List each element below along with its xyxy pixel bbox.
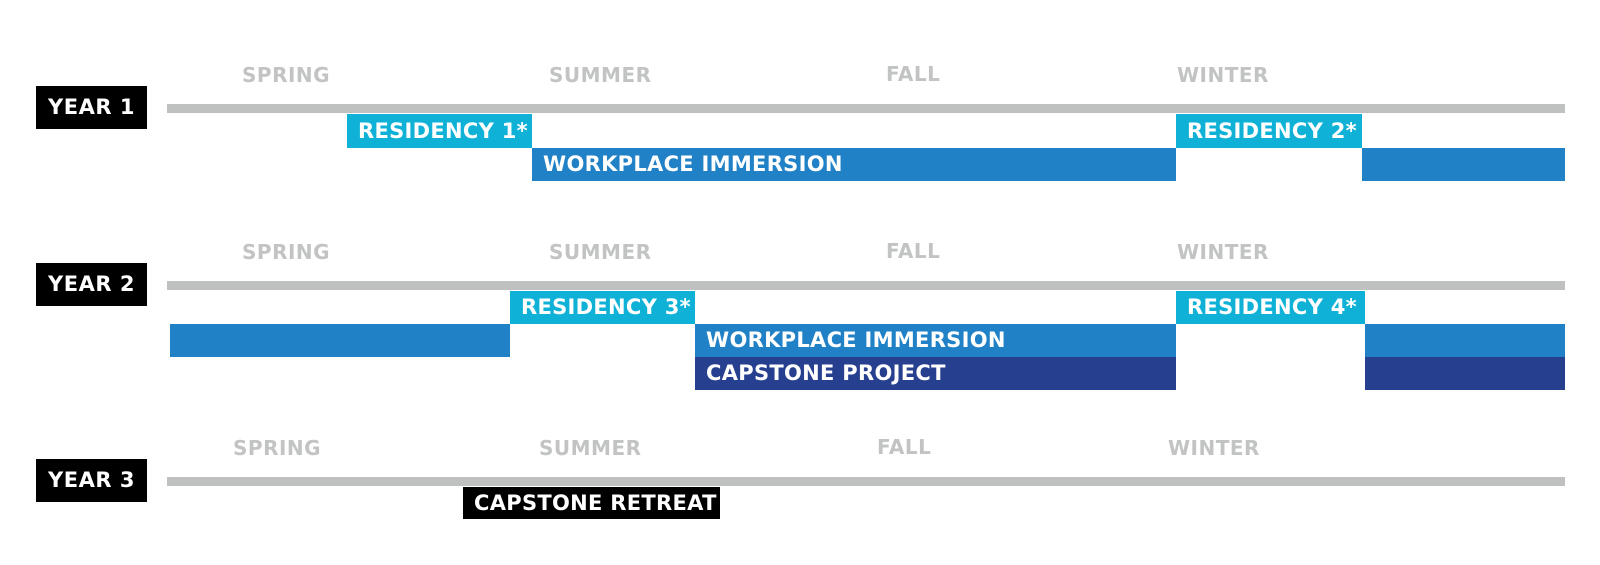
year-1-residency-1-bar: RESIDENCY 1* xyxy=(347,114,532,148)
year-2-workplace-immersion-early-bar xyxy=(170,324,510,357)
year-1-workplace-immersion-bar: WORKPLACE IMMERSION xyxy=(532,148,1176,181)
year-3-timeline xyxy=(167,477,1565,486)
year-3-season-winter: WINTER xyxy=(1168,436,1260,460)
year-2-label: YEAR 2 xyxy=(36,263,147,306)
year-3-label: YEAR 3 xyxy=(36,459,147,502)
year-1-timeline xyxy=(167,104,1565,113)
year-3-season-spring: SPRING xyxy=(233,436,322,460)
year-2-residency-3-bar: RESIDENCY 3* xyxy=(510,291,695,324)
year-1-season-summer: SUMMER xyxy=(549,63,652,87)
year-1-label: YEAR 1 xyxy=(36,86,147,129)
year-1-workplace-immersion-continued-bar xyxy=(1362,148,1565,181)
year-2-season-winter: WINTER xyxy=(1177,240,1269,264)
year-2-capstone-project-continued-bar xyxy=(1365,357,1565,390)
year-1-season-spring: SPRING xyxy=(242,63,331,87)
year-1-residency-2-bar: RESIDENCY 2* xyxy=(1176,114,1362,148)
year-2-season-spring: SPRING xyxy=(242,240,331,264)
year-2-season-summer: SUMMER xyxy=(549,240,652,264)
year-1-season-fall: FALL xyxy=(886,62,941,86)
year-3-season-fall: FALL xyxy=(877,435,932,459)
year-2-capstone-project-bar: CAPSTONE PROJECT xyxy=(695,357,1176,390)
year-2-timeline xyxy=(167,281,1565,290)
year-3-season-summer: SUMMER xyxy=(539,436,642,460)
year-1-season-winter: WINTER xyxy=(1177,63,1269,87)
year-2-workplace-immersion-bar: WORKPLACE IMMERSION xyxy=(695,324,1176,357)
year-3-capstone-retreat-bar: CAPSTONE RETREAT xyxy=(463,487,720,519)
year-2-residency-4-bar: RESIDENCY 4* xyxy=(1176,291,1365,324)
year-2-season-fall: FALL xyxy=(886,239,941,263)
year-2-workplace-immersion-continued-bar xyxy=(1365,324,1565,357)
